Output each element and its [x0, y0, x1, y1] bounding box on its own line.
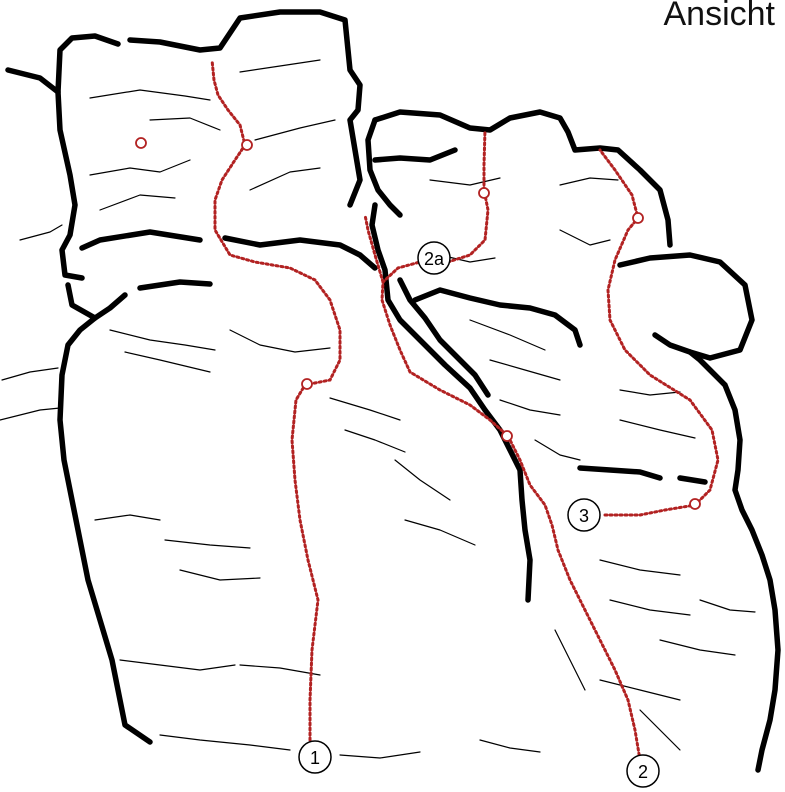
- right-block-outline: [375, 112, 670, 245]
- left-tower-left-side: [58, 92, 82, 278]
- rock-texture: [0, 60, 755, 758]
- route-label-1: 1: [299, 741, 331, 773]
- bolt-marker: [242, 140, 252, 150]
- bolt-marker: [136, 138, 146, 148]
- routes: [212, 60, 718, 760]
- bolt-marker: [502, 431, 512, 441]
- left-face-edge: [60, 318, 150, 742]
- right-boulder: [620, 255, 752, 358]
- right-face-edge: [690, 352, 778, 770]
- ledge-band-lower: [68, 282, 210, 318]
- bolt-marker: [302, 379, 312, 389]
- route-label-2a: 2a: [418, 242, 450, 274]
- route-2-line: [382, 262, 640, 760]
- upper-right-ledge: [375, 150, 455, 160]
- route-label-2a-text: 2a: [424, 249, 445, 269]
- bolt-marker: [690, 499, 700, 509]
- route-3-line: [600, 150, 718, 515]
- right-block-left: [368, 120, 400, 215]
- mid-ledge: [580, 468, 705, 482]
- bolt-marker: [479, 188, 489, 198]
- rock-outlines: [8, 12, 778, 770]
- bolts: [136, 138, 700, 509]
- route-label-3: 3: [568, 499, 600, 531]
- bolt-marker: [633, 213, 643, 223]
- route-1-line: [212, 60, 340, 745]
- route-label-3-text: 3: [579, 506, 589, 526]
- route-label-2: 2: [627, 755, 659, 787]
- route-label-1-text: 1: [310, 748, 320, 768]
- route-label-2-text: 2: [638, 762, 648, 782]
